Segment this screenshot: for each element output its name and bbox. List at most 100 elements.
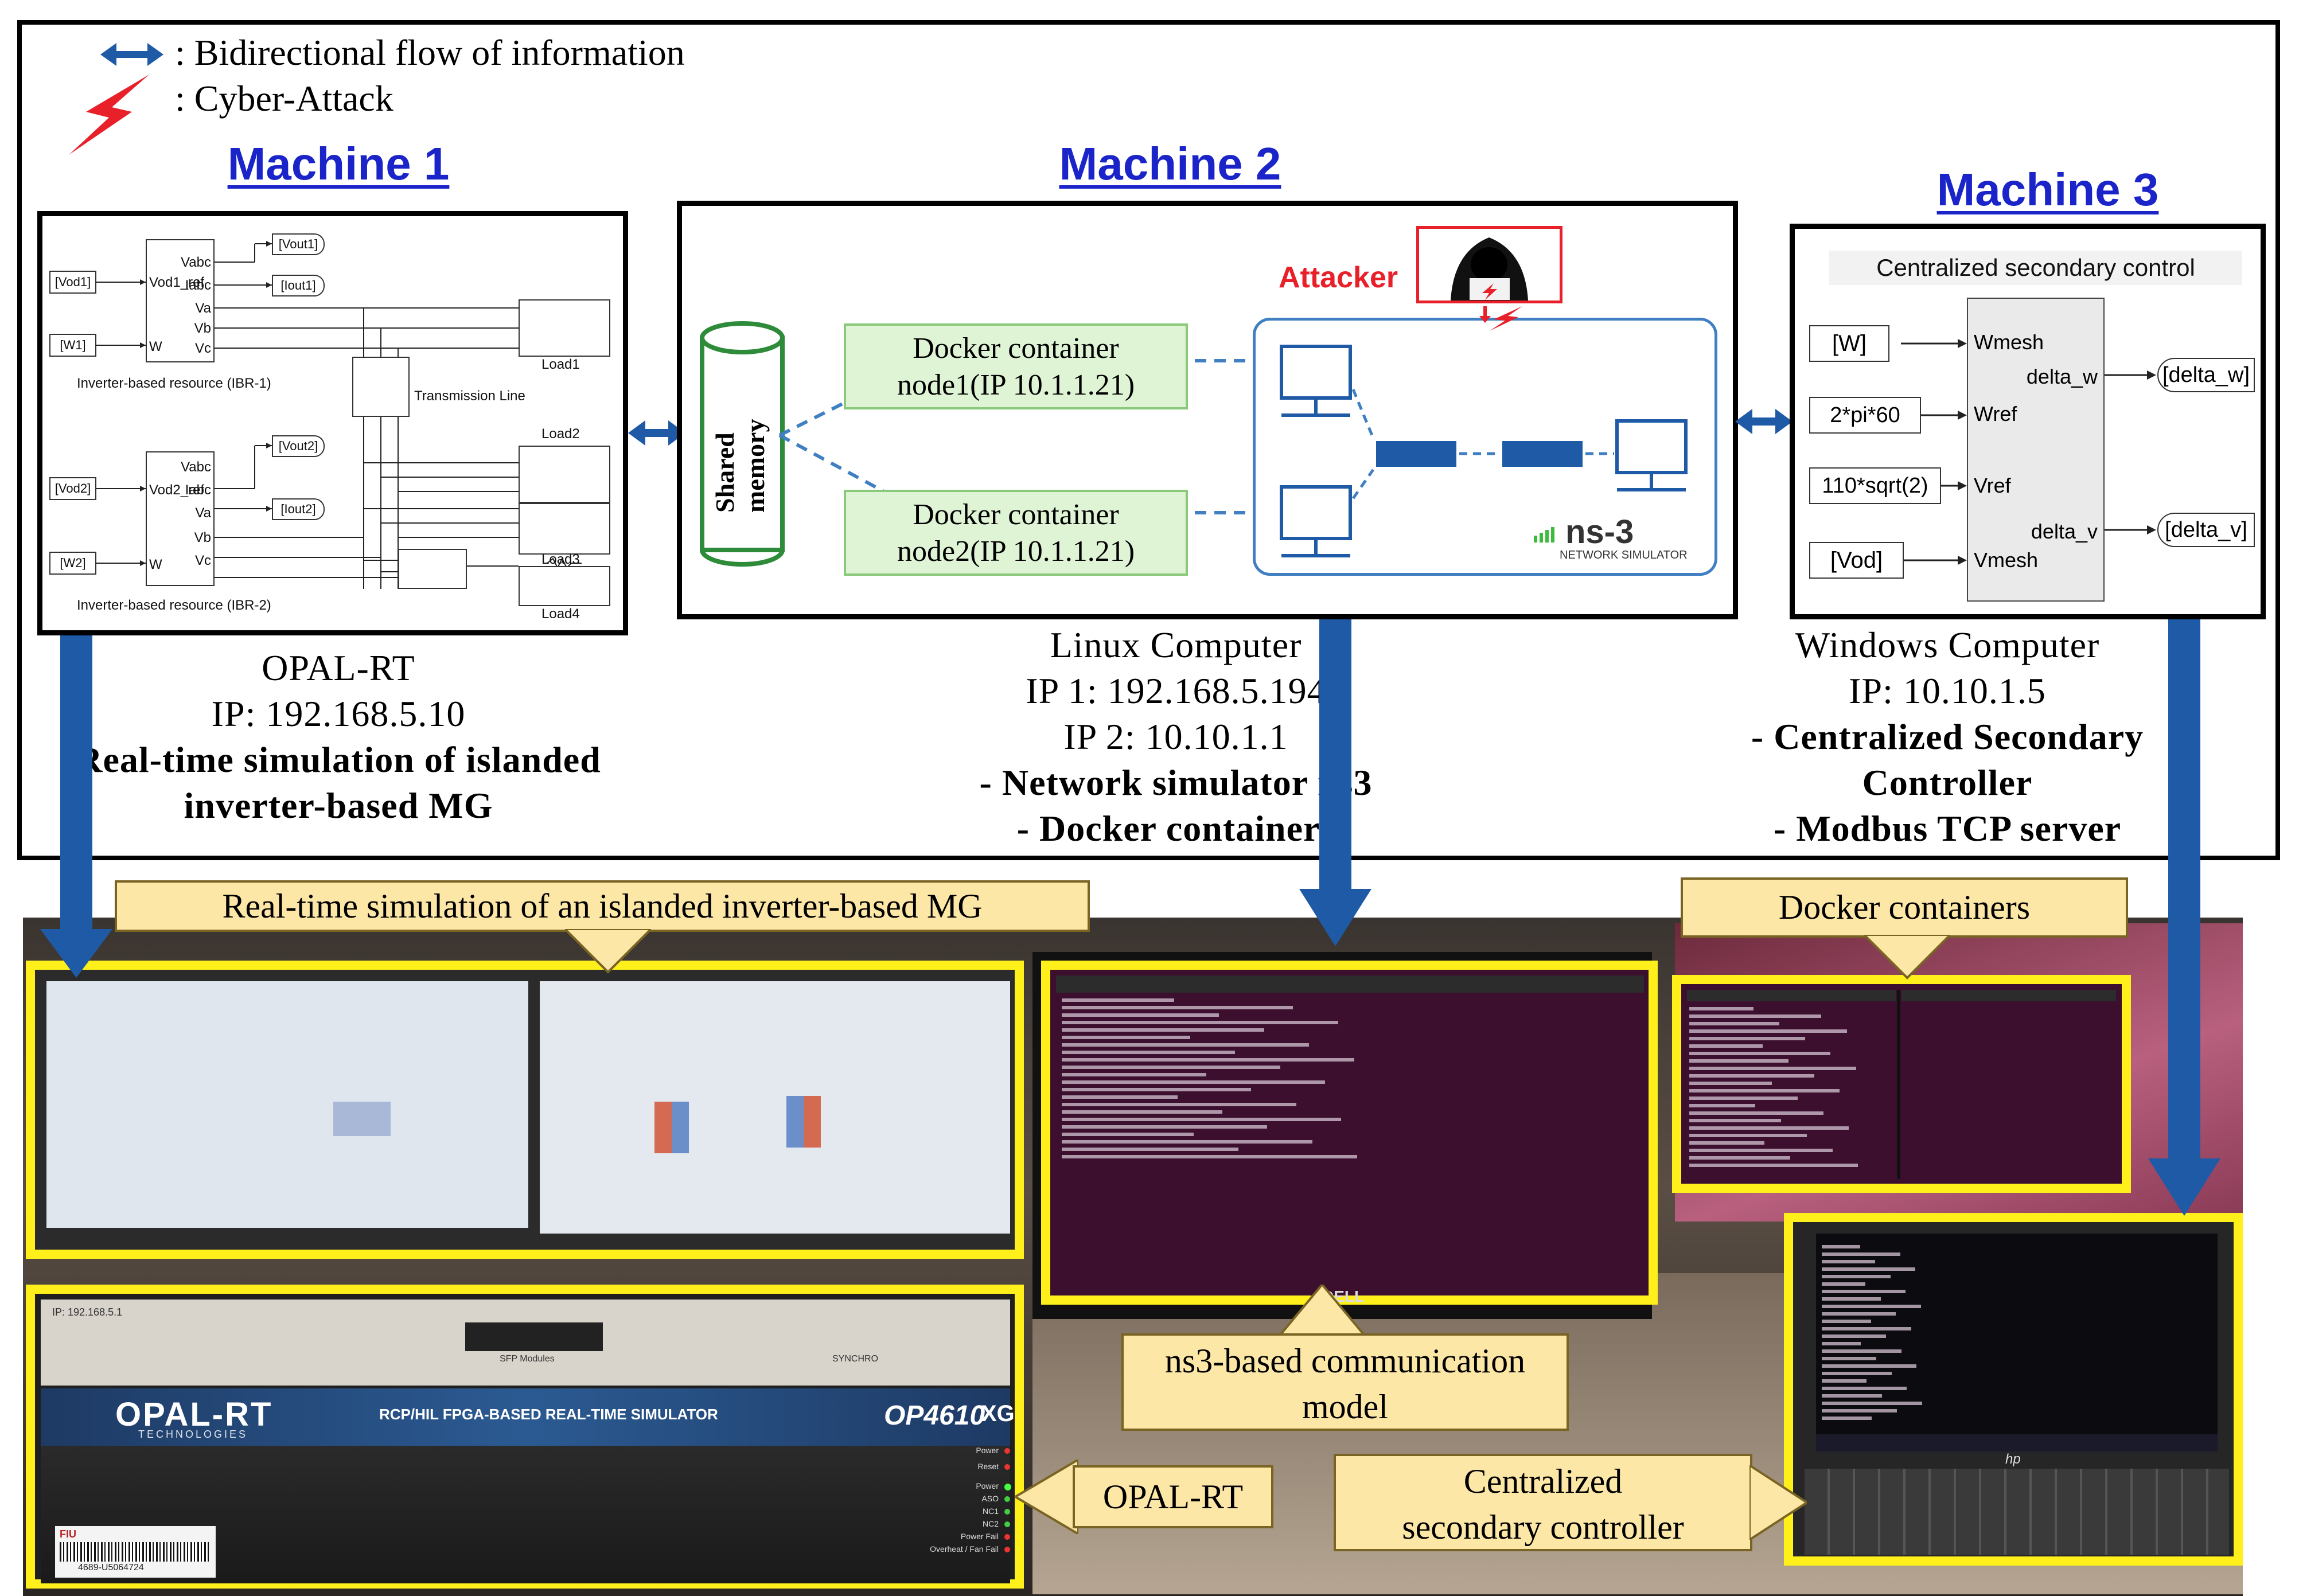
simulation-monitors-highlight bbox=[26, 961, 1024, 1259]
terminal-line bbox=[1689, 1149, 1833, 1152]
csc-controller-block: Wmesh Wref Vref Vmesh delta_w delta_v bbox=[1967, 298, 2105, 602]
terminal-line bbox=[1062, 1073, 1206, 1076]
callout-opal-rt: OPAL-RT bbox=[1073, 1465, 1273, 1528]
shared-memory-label: Shared memory bbox=[710, 419, 770, 513]
legend-attack-label: : Cyber-Attack bbox=[175, 78, 393, 119]
opal-rt-hardware-highlight: IP: 192.168.5.1 SFP Modules SYNCHRO OPAL… bbox=[26, 1285, 1024, 1589]
terminal-line bbox=[1822, 1275, 1891, 1278]
csc-input-w: [W] bbox=[1809, 325, 1889, 362]
bidirectional-arrow-icon bbox=[100, 43, 163, 66]
ns3-logo-subtitle: NETWORK SIMULATOR bbox=[1560, 549, 1688, 561]
laptop-terminal-text bbox=[1822, 1245, 1936, 1434]
laptop-highlight: hp bbox=[1784, 1213, 2243, 1566]
terminal-line bbox=[1062, 1103, 1296, 1106]
terminal-line bbox=[1062, 1028, 1264, 1032]
terminal-line bbox=[1822, 1349, 1901, 1353]
terminal-line bbox=[1062, 1095, 1178, 1099]
terminal-line bbox=[1062, 1133, 1194, 1136]
opal-brand: OPAL-RT bbox=[115, 1396, 273, 1433]
transmission-line-label: Transmission Line bbox=[414, 388, 525, 404]
terminal-line bbox=[1822, 1245, 1860, 1248]
load2-block bbox=[519, 446, 610, 503]
monitor-left-screen bbox=[46, 981, 528, 1228]
terminal-line bbox=[1689, 1156, 1790, 1160]
terminal-line bbox=[1689, 1059, 1788, 1063]
terminal-line bbox=[1822, 1387, 1907, 1390]
terminal-line bbox=[1689, 1067, 1857, 1070]
terminal-line bbox=[1822, 1409, 1897, 1412]
machine3-box: Centralized secondary control [W] 2*pi*6… bbox=[1790, 224, 2266, 619]
attacker-label: Attacker bbox=[1279, 261, 1398, 294]
terminal-line bbox=[1822, 1402, 1922, 1405]
terminal-line bbox=[1822, 1342, 1861, 1345]
monitor-right-screen bbox=[540, 981, 1010, 1234]
terminal-line bbox=[1689, 1119, 1781, 1122]
opal-rt-banner: OPAL-RT TECHNOLOGIES RCP/HIL FPGA-BASED … bbox=[41, 1388, 1015, 1446]
csc-output-delta-v: [delta_v] bbox=[2157, 513, 2255, 547]
terminal-line bbox=[1822, 1252, 1900, 1256]
csc-panel-title: Centralized secondary control bbox=[1829, 251, 2242, 285]
ibr2-block: Vod2_ref W Vabc Iabc Va Vb Vc bbox=[146, 451, 215, 586]
machine1-box: [Vod1] [W1] [Vod2] [W2] Vod1_ref W Vabc … bbox=[37, 211, 628, 635]
terminal-line bbox=[1822, 1357, 1876, 1360]
terminal-line bbox=[1822, 1267, 1916, 1271]
linux-terminal-text bbox=[1062, 998, 1635, 1170]
terminal-line bbox=[1689, 1126, 1849, 1130]
terminal-line bbox=[1062, 1080, 1326, 1084]
terminal-line bbox=[1062, 1013, 1219, 1017]
terminal-line bbox=[1062, 1043, 1310, 1047]
load4-label: Load4 bbox=[541, 606, 580, 622]
terminal-line bbox=[1822, 1297, 1881, 1301]
machine2-caption: Linux Computer IP 1: 192.168.5.194 IP 2:… bbox=[979, 625, 1373, 849]
csc-output-delta-w: [delta_w] bbox=[2157, 358, 2255, 392]
terminal-line bbox=[1689, 1052, 1831, 1055]
callout-simulation-pointer bbox=[565, 929, 651, 974]
callout-csc-pointer bbox=[1749, 1465, 1807, 1540]
machine1-caption: OPAL-RT IP: 192.168.5.10 Real-time simul… bbox=[76, 647, 601, 826]
terminal-line bbox=[1689, 1044, 1763, 1048]
callout-docker-containers: Docker containers bbox=[1681, 877, 2128, 938]
ibr1-block: Vod1_ref W Vabc Iabc Va Vb Vc bbox=[146, 239, 215, 362]
opal-part-number: OP4610 bbox=[884, 1400, 985, 1431]
terminal-line bbox=[1062, 1051, 1236, 1054]
transmission-line-block bbox=[352, 357, 410, 417]
docker-container-node1: Docker container node1(IP 10.1.1.21) bbox=[844, 323, 1188, 409]
docker-terminals-highlight bbox=[1672, 975, 2131, 1193]
load1-block bbox=[519, 299, 610, 357]
opal-brand-sub: TECHNOLOGIES bbox=[138, 1429, 248, 1440]
breaker-block bbox=[398, 549, 467, 589]
simulink-goto-w2: [W2] bbox=[49, 552, 96, 575]
terminal-line bbox=[1689, 1111, 1823, 1115]
terminal-line bbox=[1689, 1014, 1822, 1018]
terminal-line bbox=[1689, 1029, 1848, 1033]
terminal-line bbox=[1689, 1096, 1798, 1100]
legend-bidirectional-label: : Bidirectional flow of information bbox=[175, 32, 685, 73]
machine1-title: Machine 1 bbox=[227, 138, 450, 189]
terminal-line bbox=[1062, 1036, 1190, 1039]
laptop-keyboard bbox=[1805, 1469, 2229, 1555]
opal-sync-label: SYNCHRO bbox=[832, 1354, 879, 1364]
opal-model: RCP/HIL FPGA-BASED REAL-TIME SIMULATOR bbox=[379, 1406, 718, 1423]
terminal-line bbox=[1689, 1082, 1772, 1085]
terminal-line bbox=[1822, 1260, 1876, 1263]
cyber-attack-bolt-icon bbox=[69, 75, 149, 155]
simulink-from-vout2: [Vout2] bbox=[272, 435, 325, 457]
terminal-line bbox=[1822, 1312, 1896, 1316]
callout-ns3-model: ns3-based communication model bbox=[1121, 1333, 1569, 1431]
ns3-network-area: ns-3 NETWORK SIMULATOR bbox=[1253, 318, 1717, 576]
callout-realtime-simulation: Real-time simulation of an islanded inve… bbox=[115, 880, 1090, 932]
terminal-line bbox=[1689, 1141, 1765, 1145]
machine3-title: Machine 3 bbox=[1936, 164, 2159, 215]
docker-terminal-text bbox=[1689, 1007, 2114, 1173]
callout-docker-pointer bbox=[1864, 935, 1950, 980]
opal-rt-front-top: IP: 192.168.5.1 SFP Modules SYNCHRO bbox=[41, 1300, 1010, 1386]
terminal-line bbox=[1062, 1125, 1268, 1129]
callout-centralized-controller: Centralized secondary controller bbox=[1334, 1454, 1752, 1551]
callout-ns3-pointer bbox=[1279, 1285, 1365, 1336]
simulink-goto-vod2: [Vod2] bbox=[49, 477, 96, 500]
terminal-line bbox=[1062, 998, 1174, 1002]
terminal-line bbox=[1689, 1037, 1805, 1040]
terminal-line bbox=[1822, 1372, 1892, 1375]
hacker-icon bbox=[1451, 237, 1528, 301]
ns3-logo: ns-3 bbox=[1565, 513, 1634, 551]
